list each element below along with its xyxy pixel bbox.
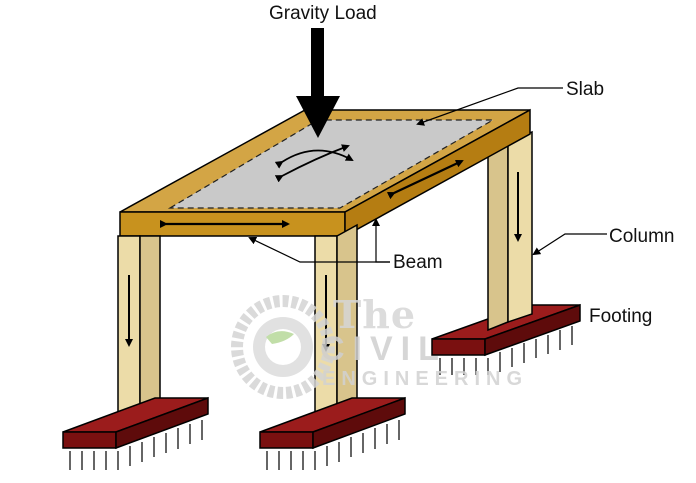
globe-gear-icon [231,295,335,399]
column-label: Column [609,226,675,247]
beam-load-arrows [160,159,464,228]
column-front-left [117,235,161,421]
beam-label: Beam [393,252,443,273]
watermark-logo: The CIVIL ENGINEERING [228,292,528,402]
gravity-load-label: Gravity Load [269,3,377,24]
slab-bending-arrows [274,144,354,183]
watermark-line3: ENGINEERING [322,368,529,390]
leader-lines [248,87,607,263]
watermark-line1: The [333,292,417,337]
soil-reaction-arrows-front-left [69,420,203,470]
watermark-line2: CIVIL [320,330,447,368]
soil-reaction-arrows-front-middle [266,420,400,470]
slab-label: Slab [566,79,605,100]
column-load-arrows [125,172,522,352]
footing-front-left [62,396,209,450]
footing-front-middle [259,396,406,450]
gravity-load-arrow [296,28,340,138]
footing-label: Footing [589,306,653,327]
soil-reaction-arrows-back-right [439,326,573,375]
